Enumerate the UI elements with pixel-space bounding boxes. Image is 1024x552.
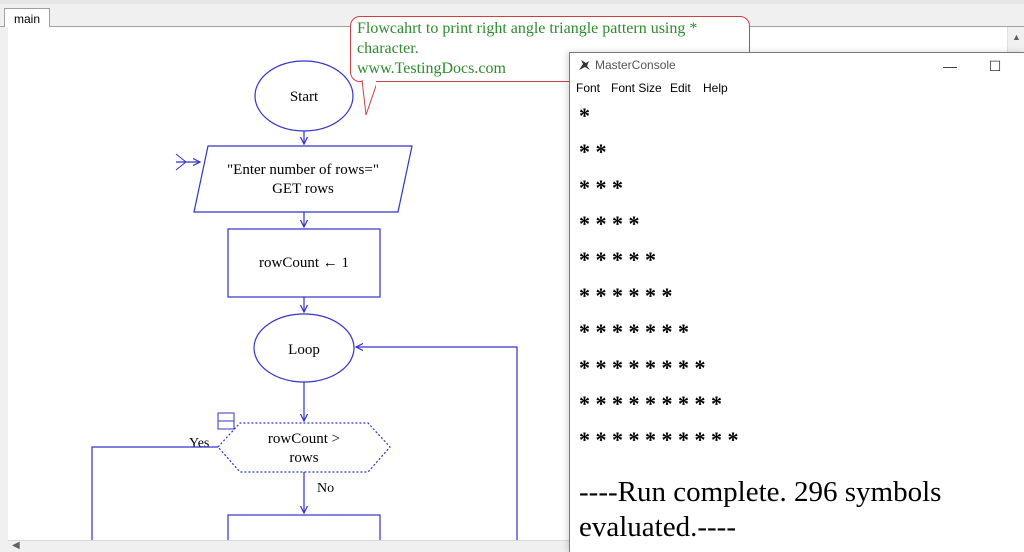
- star-row: * * * * * * *: [579, 319, 689, 344]
- star-row: * * * * * * * *: [579, 355, 706, 380]
- console-title: MasterConsole: [595, 58, 676, 72]
- master-console-window: MasterConsole — ☐ Font Font Size Edit He…: [569, 52, 1024, 552]
- raptor-icon: [579, 60, 590, 70]
- flowchart-diagram: Start "Enter number of rows=" GET rows r…: [91, 60, 518, 540]
- star-row: * * * * * * * * * *: [579, 427, 739, 452]
- console-title-bar[interactable]: MasterConsole — ☐: [570, 53, 1024, 79]
- minimize-icon[interactable]: —: [943, 58, 957, 74]
- decision-node[interactable]: [217, 422, 391, 473]
- star-row: * * *: [579, 175, 623, 200]
- console-menu-bar: Font Font Size Edit Help: [570, 80, 1024, 98]
- start-label: Start: [290, 89, 319, 105]
- menu-font[interactable]: Font: [576, 81, 601, 95]
- star-row: * * * * * *: [579, 283, 673, 308]
- decision-label-2: rows: [289, 450, 318, 466]
- star-row: *: [579, 103, 590, 128]
- left-gutter: [0, 27, 8, 551]
- next-node[interactable]: [227, 514, 381, 540]
- star-row: * * * * * * * * *: [579, 391, 722, 416]
- maximize-icon[interactable]: ☐: [988, 58, 1002, 74]
- callout-line-3: www.TestingDocs.com: [357, 60, 506, 77]
- yes-label: Yes: [189, 436, 209, 451]
- loop-label: Loop: [288, 342, 320, 358]
- input-label-2: GET rows: [272, 181, 334, 197]
- menu-edit[interactable]: Edit: [670, 81, 691, 95]
- callout-line-1: Flowcahrt to print right angle triangle …: [357, 20, 698, 37]
- assign-node[interactable]: [227, 228, 381, 298]
- scroll-up-icon[interactable]: ▲: [1012, 32, 1021, 42]
- scroll-left-icon[interactable]: ◀: [12, 540, 20, 551]
- star-row: * *: [579, 139, 607, 164]
- run-complete-line-1: ----Run complete. 296 symbols: [579, 476, 942, 508]
- tab-main[interactable]: main: [4, 8, 51, 30]
- star-row: * * * *: [579, 211, 640, 236]
- assign-label: rowCount ← 1: [259, 255, 349, 271]
- callout-line-2: character.: [357, 40, 419, 57]
- no-label: No: [317, 481, 334, 496]
- run-complete-line-2: evaluated.----: [579, 511, 736, 543]
- menu-font-size[interactable]: Font Size: [611, 81, 662, 95]
- decision-label-1: rowCount >: [268, 431, 340, 447]
- console-output: * * * * * * * * * * * * * * * * * * * * …: [579, 100, 1024, 552]
- input-label-1: "Enter number of rows=": [227, 162, 379, 178]
- star-row: * * * * *: [579, 247, 656, 272]
- menu-help[interactable]: Help: [703, 81, 728, 95]
- callout-tail: [361, 80, 376, 116]
- input-node[interactable]: [193, 145, 413, 213]
